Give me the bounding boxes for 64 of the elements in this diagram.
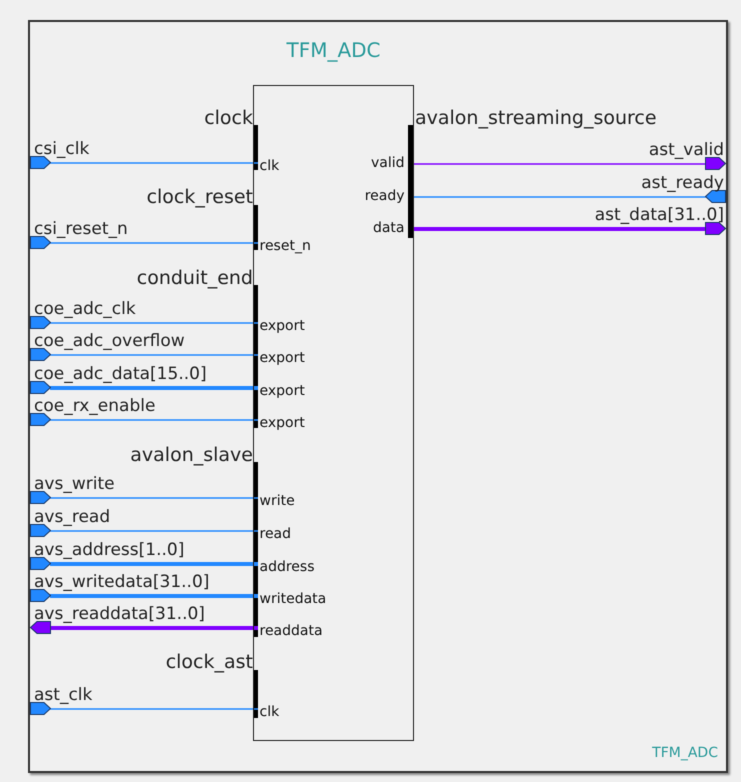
signal-wire bbox=[50, 322, 258, 324]
signal-wire bbox=[50, 497, 258, 499]
port-label: export bbox=[260, 348, 305, 366]
signal-wire bbox=[413, 196, 706, 198]
pin-name: avs_read bbox=[34, 507, 110, 527]
component-name: TFM_ADC bbox=[652, 745, 718, 761]
signal-wire bbox=[50, 162, 258, 164]
signal-wire bbox=[50, 354, 258, 356]
interface-name: avalon_slave bbox=[130, 444, 253, 466]
input-pin bbox=[30, 542, 186, 571]
signal-wire bbox=[413, 163, 706, 165]
signal-wire bbox=[50, 708, 258, 710]
signal-wire bbox=[50, 594, 258, 598]
signal-wire bbox=[50, 386, 258, 390]
pin-name: avs_address[1..0] bbox=[34, 540, 184, 560]
port-label: reset_n bbox=[260, 236, 311, 254]
port-label: write bbox=[260, 492, 295, 510]
port-label: valid bbox=[370, 154, 404, 172]
port-label: read bbox=[260, 524, 292, 542]
interface-name: conduit_end bbox=[136, 267, 253, 289]
pin-name: coe_rx_enable bbox=[34, 396, 156, 416]
port-label: writedata bbox=[260, 590, 326, 608]
input-pin bbox=[30, 301, 138, 330]
signal-wire bbox=[50, 242, 258, 244]
component-frame bbox=[28, 20, 728, 773]
port-label: export bbox=[260, 316, 305, 334]
signal-wire bbox=[50, 419, 258, 421]
component-block bbox=[253, 85, 414, 741]
input-pin bbox=[30, 509, 112, 538]
signal-wire bbox=[50, 626, 258, 630]
signal-wire bbox=[50, 562, 258, 566]
signal-wire bbox=[50, 530, 258, 532]
pin-name: avs_readdata[31..0] bbox=[34, 604, 205, 624]
pin-name: coe_adc_data[15..0] bbox=[34, 364, 207, 384]
port-label: export bbox=[260, 382, 305, 400]
port-label: export bbox=[260, 414, 305, 432]
input-pin bbox=[30, 398, 157, 427]
input-pin bbox=[30, 574, 211, 603]
pin-name: coe_adc_overflow bbox=[34, 331, 185, 351]
input-pin bbox=[30, 141, 91, 170]
port-label: readdata bbox=[260, 622, 323, 640]
input-pin bbox=[30, 333, 187, 362]
port-label: data bbox=[372, 218, 404, 236]
signal-wire bbox=[413, 227, 706, 231]
port-label: address bbox=[260, 558, 315, 576]
pin-name: ast_valid bbox=[648, 140, 724, 160]
input-pin bbox=[30, 687, 94, 716]
pin-name: csi_reset_n bbox=[34, 219, 128, 239]
pin-name: ast_data[31..0] bbox=[594, 205, 724, 225]
pin-name: ast_clk bbox=[34, 685, 92, 705]
interface-name: clock_reset bbox=[146, 186, 253, 208]
interface-name: clock_ast bbox=[166, 651, 253, 673]
pin-name: avs_writedata[31..0] bbox=[34, 572, 210, 592]
pin-name: ast_ready bbox=[641, 173, 724, 193]
interface-name: avalon_streaming_source bbox=[415, 107, 657, 129]
pin-name: coe_adc_clk bbox=[34, 299, 136, 319]
input-pin bbox=[30, 476, 117, 505]
pin-name: avs_write bbox=[34, 474, 115, 494]
component-title: TFM_ADC bbox=[285, 38, 382, 62]
pin-name: csi_clk bbox=[34, 139, 90, 159]
port-label: clk bbox=[260, 702, 280, 720]
interface-name: clock bbox=[204, 107, 253, 129]
port-label: ready bbox=[364, 186, 404, 204]
port-label: clk bbox=[260, 156, 280, 174]
